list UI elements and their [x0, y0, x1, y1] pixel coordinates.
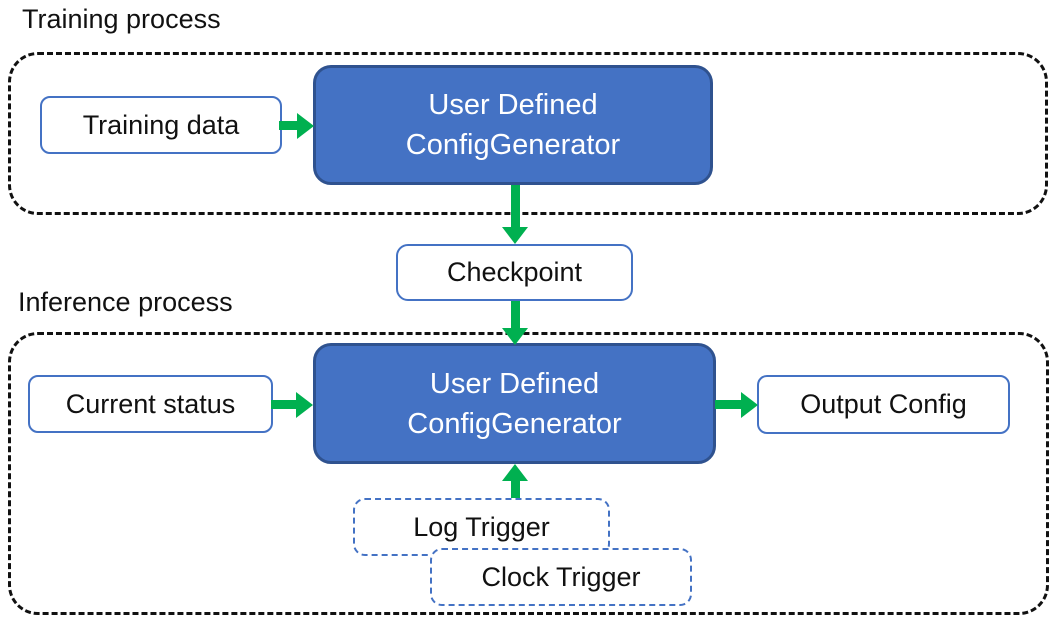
log-trigger-label: Log Trigger	[413, 511, 550, 542]
arrow-stem	[271, 400, 296, 409]
arrow-head-down-icon	[502, 328, 528, 345]
arrow-current-status-to-generator	[271, 391, 313, 418]
current-status-label: Current status	[65, 388, 236, 419]
arrow-stem	[279, 121, 297, 130]
arrow-generator-to-output-config	[715, 391, 758, 418]
arrow-training-data-to-generator	[279, 112, 314, 139]
arrow-checkpoint-to-generator	[502, 301, 528, 345]
arrow-head-right-icon	[741, 391, 758, 418]
checkpoint-node: Checkpoint	[396, 244, 633, 301]
arrow-head-up-icon	[502, 464, 528, 481]
config-generator-inference-line2: ConfigGenerator	[407, 407, 622, 440]
inference-process-container	[8, 332, 1049, 615]
current-status-node: Current status	[28, 375, 273, 433]
checkpoint-label: Checkpoint	[446, 257, 583, 287]
arrow-head-right-icon	[296, 391, 313, 418]
arrow-head-down-icon	[502, 227, 528, 244]
config-generator-inference-node: User Defined ConfigGenerator	[313, 343, 716, 464]
arrow-head-right-icon	[297, 112, 314, 139]
arrow-triggers-to-generator	[502, 464, 528, 498]
arrow-stem	[510, 301, 520, 328]
inference-process-label: Inference process	[18, 287, 233, 317]
clock-trigger-node: Clock Trigger	[430, 548, 692, 606]
arrow-stem	[715, 400, 741, 409]
training-process-label: Training process	[22, 4, 221, 34]
output-config-label: Output Config	[800, 389, 967, 419]
output-config-node: Output Config	[757, 375, 1010, 434]
arrow-stem	[510, 185, 520, 227]
training-data-label: Training data	[82, 109, 240, 140]
clock-trigger-label: Clock Trigger	[481, 561, 641, 592]
arrow-stem	[510, 481, 520, 498]
training-data-node: Training data	[40, 96, 282, 154]
training-process-container	[8, 52, 1048, 215]
config-generator-inference-line1: User Defined	[429, 367, 600, 400]
arrow-generator-to-checkpoint	[502, 185, 528, 244]
config-generator-training-line1: User Defined	[428, 89, 598, 121]
config-generator-training-node: User Defined ConfigGenerator	[313, 65, 713, 185]
config-generator-training-line2: ConfigGenerator	[405, 129, 621, 161]
log-trigger-node: Log Trigger	[353, 498, 610, 556]
